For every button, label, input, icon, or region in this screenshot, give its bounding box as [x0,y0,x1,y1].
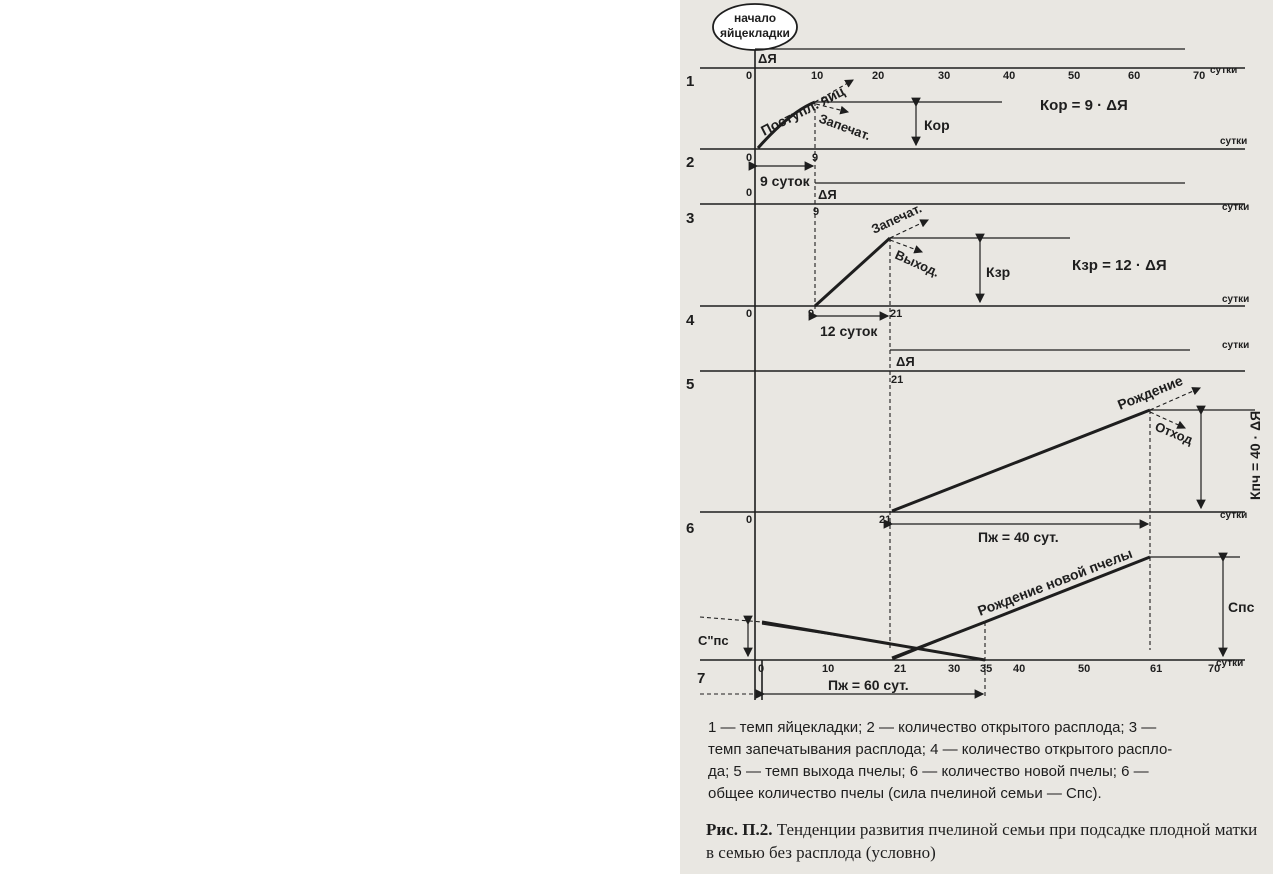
row2-growth-curve [756,100,816,149]
row4-span-label: 12 суток [820,323,878,339]
row-5: 5 ΔЯ сутки 21 [686,340,1249,393]
row4-unit: сутки [1222,294,1249,305]
scanned-page-background [680,0,1273,874]
row1-unit: сутки [1210,65,1237,76]
row1-tick-20: 20 [872,70,884,82]
row1-tick-70: 70 [1193,70,1205,82]
row1-tick-40: 40 [1003,70,1015,82]
row2-continue-arrow [814,79,854,103]
row6-span-label: Пж = 40 сут. [978,529,1059,545]
row2-tick-0: 0 [746,152,752,164]
start-bubble-line2: яйцекладки [720,26,790,40]
row1-tick-10: 10 [811,70,823,82]
row7-rise-1 [891,620,986,660]
row-6: 6 сутки 0 21 Кпч = 40 · ΔЯ Рождение Отхо… [686,372,1263,650]
row1-number: 1 [686,73,694,90]
row6-arrow-label: Отход [1153,419,1196,448]
row4-arrow-label: Выход. [893,247,942,280]
row7-tick-70: 70 [1208,663,1220,675]
bee-colony-diagram: начало яйцекладки 1 ΔЯ сутки 0 10 20 30 … [686,3,1263,700]
legend-line-2: темп запечатывания расплода; 4 — количес… [708,741,1173,758]
row3-delta: ΔЯ [818,187,837,202]
row3-unit: сутки [1222,202,1249,213]
figure-title-text: Тенденции развития пчелиной семьи при по… [706,820,1258,862]
row2-formula: Кор = 9 · ΔЯ [1040,97,1128,114]
row4-tick-21: 21 [890,308,902,320]
row6-level-label: Кпч = 40 · ΔЯ [1247,411,1263,500]
row7-curve-label: Рождение новой пчелы [975,545,1134,619]
row5-tick-21: 21 [891,374,903,386]
row-7: 7 сутки 0 10 21 30 35 40 50 61 70 Спс С"… [697,545,1255,699]
row7-tick-61: 61 [1150,663,1162,675]
row2-arrow-label: Запечат. [817,111,873,143]
row4-number: 4 [686,312,695,329]
row7-unit: сутки [1216,658,1243,669]
row1-tick-60: 60 [1128,70,1140,82]
row6-tick-0: 0 [746,514,752,526]
row7-thin-decline [761,623,893,645]
row6-continue-arrow [1149,387,1202,411]
row4-exit-arrow [889,239,924,254]
row4-level-label: Кзр [986,264,1010,280]
row7-number: 7 [697,670,705,687]
row7-tick-35: 35 [980,663,992,675]
row4-continue-arrow [889,219,929,239]
row7-span-label: Пж = 60 сут. [828,677,909,693]
row-1: 1 ΔЯ сутки 0 10 20 30 40 50 60 70 [686,48,1245,90]
row7-tick-50: 50 [1078,663,1090,675]
start-bubble: начало яйцекладки [712,3,798,51]
figure-number: Рис. П.2. [706,820,773,839]
row3-tick-0: 0 [746,187,752,199]
row7-tick-10: 10 [822,663,834,675]
row4-curve-label: Запечат. [869,200,924,236]
row3-number: 3 [686,210,694,227]
row2-span-label: 9 суток [760,173,811,189]
row1-delta: ΔЯ [758,51,777,66]
row7-level-label: Спс [1228,599,1255,615]
legend-line-3: да; 5 — темп выхода пчелы; 6 — количеств… [708,763,1149,780]
figure-title: Рис. П.2. Тенденции развития пчелиной се… [706,818,1266,864]
row4-growth-line [813,236,892,308]
row5-unit: сутки [1222,340,1249,351]
row-3: 3 ΔЯ сутки 0 9 [686,182,1249,227]
row7-tick-30: 30 [948,663,960,675]
row6-unit: сутки [1220,510,1247,521]
row1-tick-30: 30 [938,70,950,82]
legend-line-4: общее количество пчелы (сила пчелиной се… [708,785,1102,802]
row4-tick-0: 0 [746,308,752,320]
row4-formula: Кзр = 12 · ΔЯ [1072,257,1167,274]
row7-rise-2 [984,555,1151,624]
row2-sealed-arrow [815,103,850,115]
row7-tick-40: 40 [1013,663,1025,675]
row6-number: 6 [686,520,694,537]
row5-delta: ΔЯ [896,354,915,369]
row7-tick-21: 21 [894,663,906,675]
row1-tick-0: 0 [746,70,752,82]
row6-curve-label: Рождение [1115,372,1185,413]
row6-growth-line [891,408,1151,513]
row7-left-label: С"пс [698,633,729,648]
start-bubble-line1: начало [734,11,776,25]
row2-level-label: Кор [924,117,950,133]
row-2: 2 сутки 0 9 Кор Кор = 9 · ΔЯ Поступл. яи… [686,79,1247,310]
row1-tick-50: 50 [1068,70,1080,82]
legend-line-1: 1 — темп яйцекладки; 2 — количество откр… [708,719,1157,736]
row7-tick-0: 0 [758,663,764,675]
row4-tick-9: 9 [808,308,814,320]
row7-initial-dashed [699,616,763,623]
row6-tick-21: 21 [879,514,891,526]
row2-number: 2 [686,154,694,171]
row3-tick-9: 9 [813,206,819,218]
figure-legend: 1 — темп яйцекладки; 2 — количество откр… [708,717,1263,805]
row2-unit: сутки [1220,136,1247,147]
row5-number: 5 [686,376,694,393]
